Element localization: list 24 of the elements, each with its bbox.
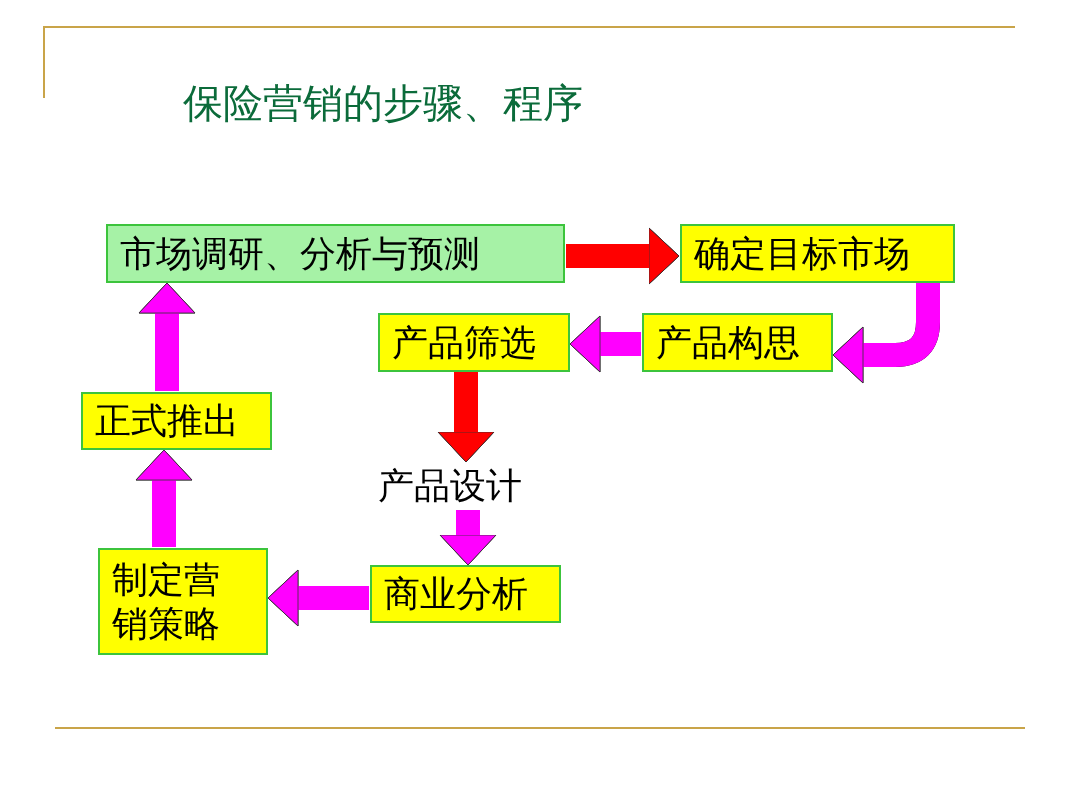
process-label: 产品设计 bbox=[378, 464, 522, 508]
process-box bbox=[378, 313, 570, 372]
block-arrow bbox=[439, 510, 497, 566]
box-label: 制定营销策略 bbox=[112, 558, 221, 645]
block-arrow bbox=[832, 283, 940, 384]
process-box bbox=[642, 313, 833, 372]
block-arrow bbox=[138, 282, 196, 391]
box-label: 市场调研、分析与预测 bbox=[120, 231, 480, 276]
title: 保险营销的步骤、程序 bbox=[183, 79, 583, 128]
block-arrow bbox=[437, 372, 495, 463]
process-box bbox=[370, 565, 561, 623]
box-label: 确定目标市场 bbox=[694, 231, 910, 276]
process-box bbox=[106, 224, 565, 283]
box-label: 商业分析 bbox=[384, 572, 528, 616]
process-box bbox=[81, 392, 272, 450]
block-arrow bbox=[566, 227, 680, 285]
block-arrow bbox=[569, 315, 641, 373]
process-box bbox=[98, 548, 268, 655]
box-label: 正式推出 bbox=[95, 399, 239, 443]
process-box bbox=[680, 224, 955, 283]
box-label: 产品筛选 bbox=[392, 320, 536, 365]
block-arrow bbox=[267, 569, 369, 627]
box-label: 产品构思 bbox=[656, 320, 800, 365]
block-arrow bbox=[135, 449, 193, 547]
